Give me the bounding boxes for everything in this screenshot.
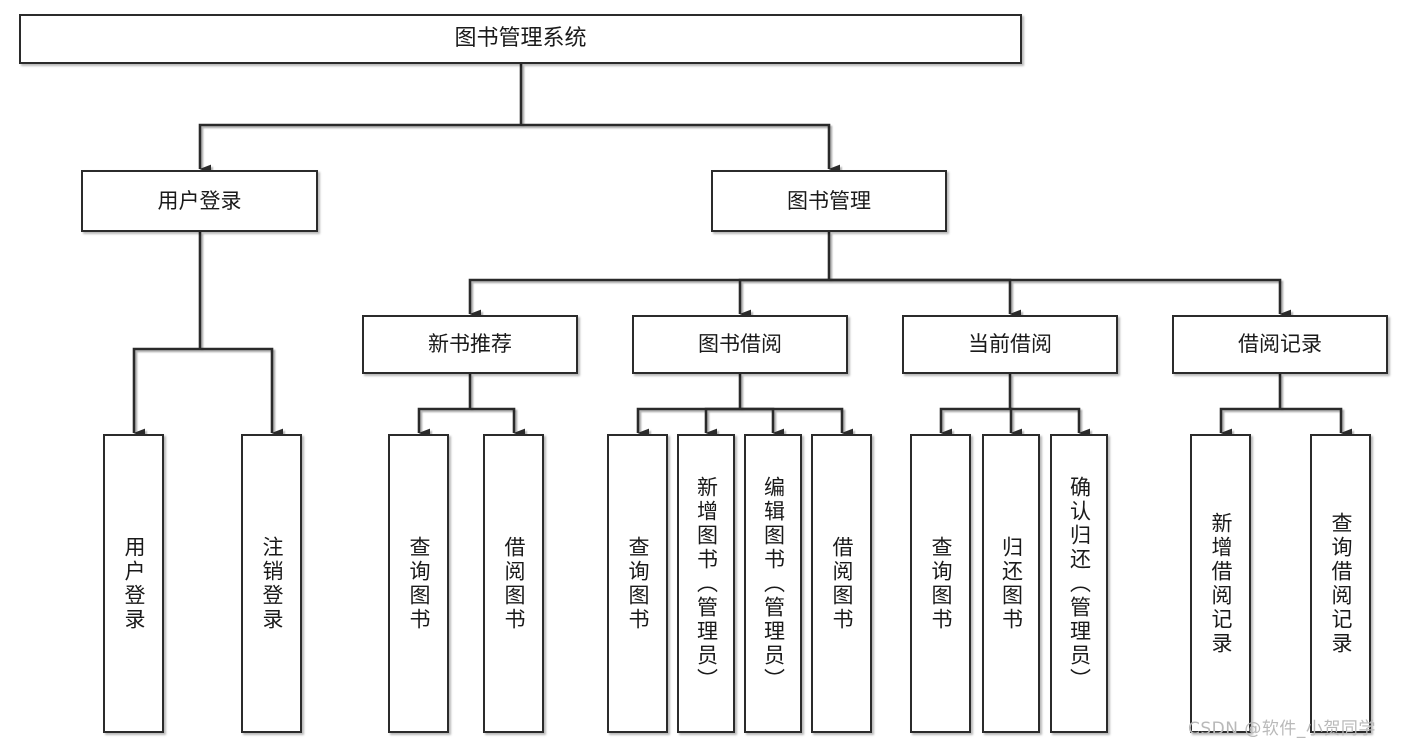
edge-current-borrow-to-leaf-confirm xyxy=(1010,407,1090,438)
edge-current-borrow-to-leaf-return xyxy=(1009,407,1022,438)
edge-root-to-book-manage xyxy=(521,123,840,174)
node-book-manage[interactable]: 图书管理 xyxy=(711,170,947,232)
node-label: 借阅图书 xyxy=(830,535,854,632)
edge-book-borrow-to-leaf-borrow-2 xyxy=(740,407,853,438)
watermark-credit: CSDN @软件_小贺同学 xyxy=(1188,719,1376,739)
edge-book-borrow-to-leaf-add-book xyxy=(704,407,740,438)
node-root[interactable]: 图书管理系统 xyxy=(19,14,1022,64)
edge-user-login-to-leaf-logout xyxy=(200,347,283,438)
edge-borrow-record-to-leaf-add-rec xyxy=(1219,407,1280,438)
edge-new-book-rec-to-leaf-query-1 xyxy=(417,407,470,438)
node-leaf-query-rec[interactable]: 查询借阅记录 xyxy=(1310,434,1371,733)
node-label: 当前借阅 xyxy=(968,332,1052,357)
node-leaf-borrow-2[interactable]: 借阅图书 xyxy=(811,434,872,733)
node-borrow-record[interactable]: 借阅记录 xyxy=(1172,315,1388,374)
node-user-login[interactable]: 用户登录 xyxy=(81,170,318,232)
edge-root-to-user-login xyxy=(198,123,521,174)
node-leaf-add-rec[interactable]: 新增借阅记录 xyxy=(1190,434,1251,733)
node-leaf-query-1[interactable]: 查询图书 xyxy=(388,434,449,733)
node-new-book-rec[interactable]: 新书推荐 xyxy=(362,315,578,374)
node-label: 确认归还（管理员） xyxy=(1067,475,1092,692)
node-label: 用户登录 xyxy=(157,188,242,213)
edge-book-manage-to-book-borrow xyxy=(738,278,829,319)
node-label: 借阅图书 xyxy=(502,535,526,632)
node-label: 新增借阅记录 xyxy=(1209,511,1233,656)
edge-user-login-to-leaf-user-login xyxy=(132,347,200,438)
edge-book-manage-to-borrow-record xyxy=(829,278,1291,319)
node-leaf-query-2[interactable]: 查询图书 xyxy=(607,434,668,733)
node-label: 查询图书 xyxy=(626,535,650,632)
edge-borrow-record-to-leaf-query-rec xyxy=(1280,407,1352,438)
node-label: 图书管理 xyxy=(787,188,871,213)
node-leaf-logout[interactable]: 注销登录 xyxy=(241,434,302,733)
node-leaf-user-login[interactable]: 用户登录 xyxy=(103,434,164,733)
node-label: 查询借阅记录 xyxy=(1329,511,1353,656)
node-label: 新增图书（管理员） xyxy=(694,475,719,692)
node-leaf-return[interactable]: 归还图书 xyxy=(982,434,1040,733)
node-label: 查询图书 xyxy=(407,535,431,632)
edge-book-manage-to-new-book-rec xyxy=(468,278,829,319)
node-label: 新书推荐 xyxy=(428,332,512,357)
node-leaf-edit-book[interactable]: 编辑图书（管理员） xyxy=(744,434,802,733)
node-label: 用户登录 xyxy=(122,535,146,632)
node-book-borrow[interactable]: 图书借阅 xyxy=(632,315,848,374)
edge-new-book-rec-to-leaf-borrow-1 xyxy=(470,407,525,438)
node-current-borrow[interactable]: 当前借阅 xyxy=(902,315,1118,374)
node-label: 图书管理系统 xyxy=(454,26,587,52)
node-leaf-confirm[interactable]: 确认归还（管理员） xyxy=(1050,434,1108,733)
edge-book-borrow-to-leaf-query-2 xyxy=(636,407,740,438)
node-leaf-query-3[interactable]: 查询图书 xyxy=(910,434,971,733)
node-label: 查询图书 xyxy=(929,535,953,632)
edge-book-manage-to-current-borrow xyxy=(829,278,1021,319)
node-label: 归还图书 xyxy=(999,535,1024,632)
node-leaf-add-book[interactable]: 新增图书（管理员） xyxy=(677,434,735,733)
node-leaf-borrow-1[interactable]: 借阅图书 xyxy=(483,434,544,733)
node-label: 注销登录 xyxy=(260,535,284,632)
edge-book-borrow-to-leaf-edit-book xyxy=(740,407,784,438)
node-label: 编辑图书（管理员） xyxy=(761,475,786,692)
node-label: 图书借阅 xyxy=(698,332,782,357)
edge-current-borrow-to-leaf-query-3 xyxy=(939,407,1010,438)
node-label: 借阅记录 xyxy=(1238,332,1322,357)
